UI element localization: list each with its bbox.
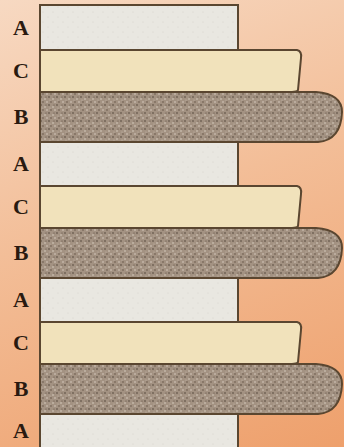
- layer-letter: A: [13, 16, 29, 40]
- layer-letter: A: [13, 419, 29, 443]
- layer-letter: A: [13, 288, 29, 312]
- layer-letter: C: [13, 195, 29, 219]
- layer-letter: C: [13, 59, 29, 83]
- layer-letter: A: [13, 152, 29, 176]
- layer-letter: B: [14, 377, 29, 401]
- strata-cycle: [40, 322, 342, 447]
- layer-letter: C: [13, 331, 29, 355]
- layer-letter: B: [14, 241, 29, 265]
- layer-letter: B: [14, 105, 29, 129]
- layer-a: [40, 5, 238, 50]
- strata-cycle: [40, 50, 342, 186]
- strata-cycle: [40, 186, 342, 322]
